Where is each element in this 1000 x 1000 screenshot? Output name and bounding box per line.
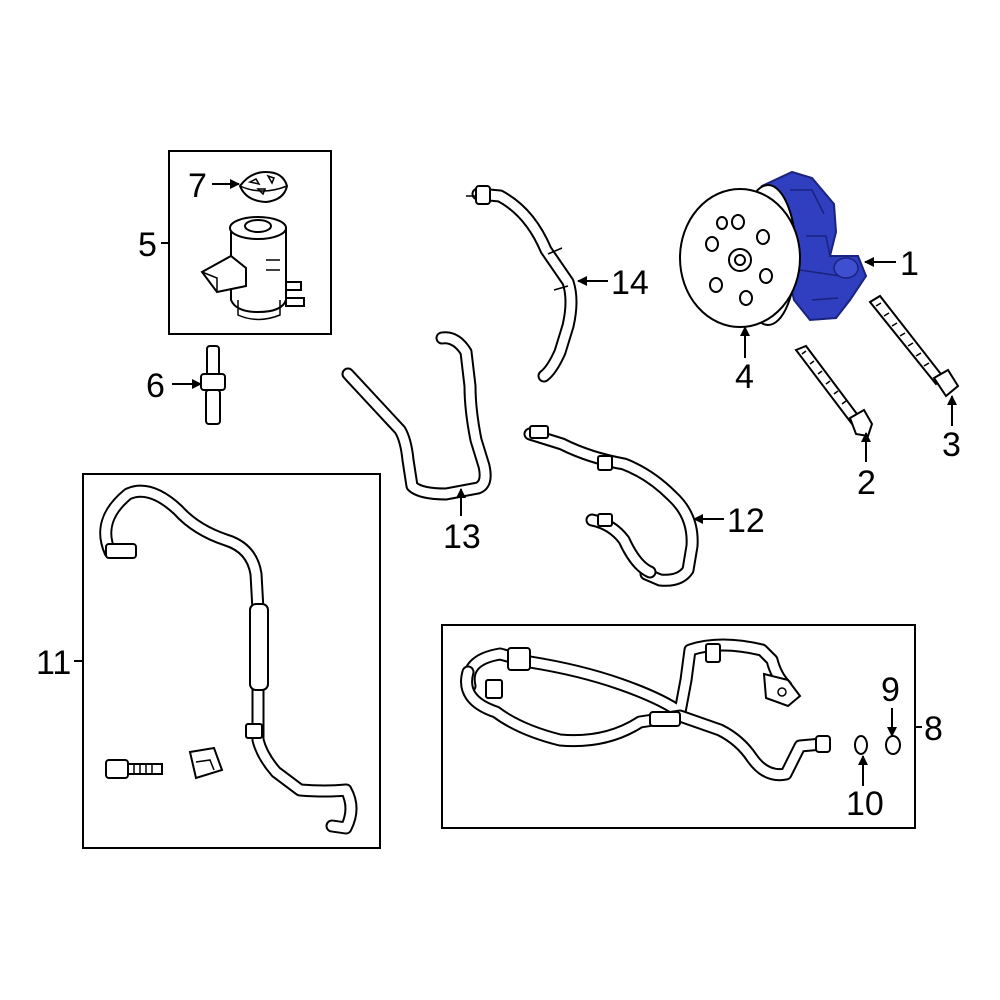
- o-ring-10[interactable]: [854, 735, 868, 755]
- callout-5: 5: [138, 226, 157, 264]
- callout-13: 13: [443, 518, 481, 556]
- callout-6: 6: [146, 367, 165, 405]
- bolt-long[interactable]: [868, 294, 960, 398]
- callout-11: 11: [36, 644, 71, 682]
- hose-14[interactable]: [466, 185, 578, 383]
- callout-12: 12: [727, 502, 765, 540]
- callout-14: 14: [611, 264, 649, 302]
- bolt-short[interactable]: [794, 344, 874, 438]
- line-12[interactable]: [523, 425, 699, 587]
- line-11[interactable]: [99, 484, 358, 835]
- callout-8: 8: [924, 710, 943, 748]
- callout-2: 2: [857, 464, 876, 502]
- callout-9: 9: [881, 671, 900, 709]
- reservoir-cap[interactable]: [238, 170, 289, 204]
- reservoir[interactable]: [200, 216, 305, 321]
- fitting[interactable]: [200, 345, 226, 425]
- leader-lines: [74, 179, 957, 786]
- line-13[interactable]: [341, 331, 492, 501]
- callout-10: 10: [846, 785, 884, 823]
- bolt-11[interactable]: [105, 759, 163, 779]
- callout-1: 1: [900, 245, 919, 283]
- pulley[interactable]: [679, 184, 801, 328]
- callout-4: 4: [735, 358, 754, 396]
- callout-7: 7: [188, 167, 207, 205]
- o-ring-9[interactable]: [885, 735, 901, 755]
- line-8-assembly[interactable]: [460, 638, 831, 782]
- clip-11[interactable]: [188, 746, 224, 780]
- callout-3: 3: [942, 426, 961, 464]
